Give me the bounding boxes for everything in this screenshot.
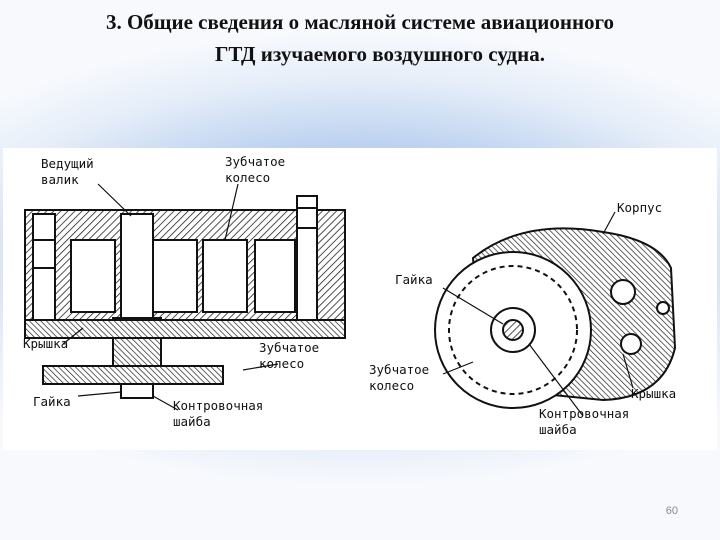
slide-title: 3. Общие сведения о масляной системе ави…: [0, 6, 720, 70]
label-housing: Корпус: [617, 200, 662, 215]
sectional-view: [24, 195, 346, 399]
gear-nut: [502, 319, 524, 341]
left-leaders: [62, 183, 279, 411]
page-number: 60: [665, 505, 678, 517]
label-drive-shaft-line-2: валик: [41, 172, 79, 187]
perspective-view: [434, 227, 677, 409]
oil-pump-figure: Ведущий валик Зубчатое колесо Крышка Зуб…: [3, 148, 717, 450]
label-lock-washer-left-line-2: шайба: [173, 414, 211, 429]
label-cover-right: Крышка: [631, 386, 676, 401]
label-lock-washer-right-line-1: Контровочная: [539, 406, 629, 421]
label-cover-left: Крышка: [23, 336, 68, 351]
right-leaders: [442, 211, 634, 417]
label-gear-right-line-2: колесо: [259, 356, 304, 371]
label-lock-washer-left-line-1: Контровочная: [173, 398, 263, 413]
oil-pump-drawing: Ведущий валик Зубчатое колесо Крышка Зуб…: [23, 154, 677, 437]
label-gear-right-line-1: Зубчатое: [259, 340, 319, 355]
label-nut-left: Гайка: [33, 394, 71, 409]
label-nut-right: Гайка: [395, 272, 433, 287]
bottom-flange: [42, 365, 224, 385]
slide-title-line-2: ГТД изучаемого воздушного судна.: [215, 42, 545, 66]
cover-plate: [24, 319, 346, 339]
slide-title-line-1: 3. Общие сведения о масляной системе ави…: [105, 10, 615, 34]
label-drive-shaft-line-1: Ведущий: [41, 156, 94, 171]
label-lock-washer-right-line-2: шайба: [539, 422, 577, 437]
label-gear-top-line-2: колесо: [225, 170, 270, 185]
right-stud: [296, 195, 318, 321]
label-gear-top-line-1: Зубчатое: [225, 154, 285, 169]
label-gear-right-line-2: колесо: [369, 378, 414, 393]
nut-shape: [120, 383, 154, 399]
label-gear-right-line-1: Зубчатое: [369, 362, 429, 377]
